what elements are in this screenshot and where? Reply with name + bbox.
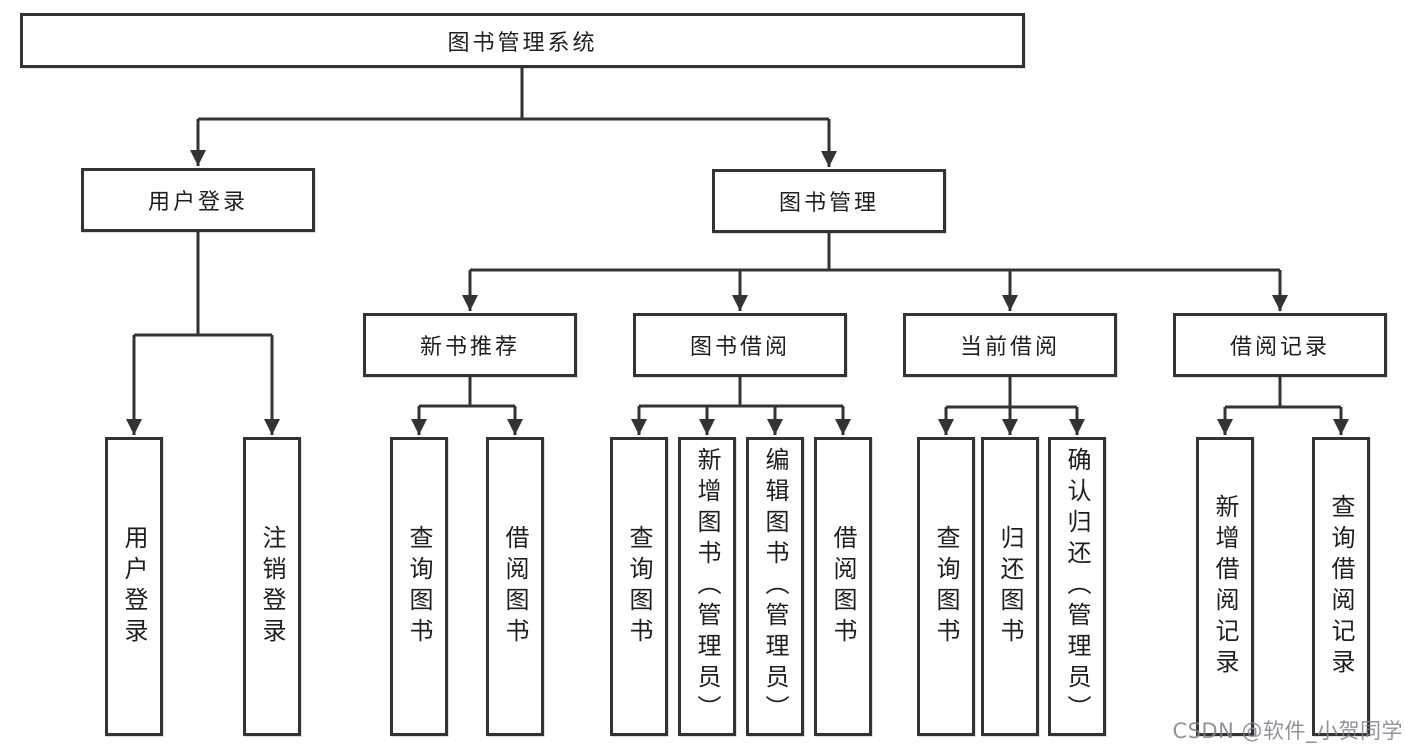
csdn-watermark: CSDN @软件_小贺同学 — [1172, 719, 1403, 743]
node-borrow-records: 借阅记录 — [1173, 313, 1387, 377]
leaf-bookborrow-edit-book-admin: 编辑图书（管理员） — [746, 437, 804, 736]
leaf-current-query-books: 查询图书 — [917, 437, 975, 736]
leaf-logout: 注销登录 — [243, 437, 301, 736]
node-current-borrow: 当前借阅 — [903, 313, 1117, 377]
leaf-records-query-record: 查询借阅记录 — [1312, 437, 1370, 736]
leaf-bookborrow-add-book-admin: 新增图书（管理员） — [678, 437, 736, 736]
node-new-books: 新书推荐 — [363, 313, 577, 377]
leaf-current-return-books: 归还图书 — [981, 437, 1039, 736]
node-user-login: 用户登录 — [81, 168, 315, 232]
leaf-newbooks-borrow-books: 借阅图书 — [486, 437, 544, 736]
leaf-newbooks-query-books: 查询图书 — [390, 437, 448, 736]
node-book-mgmt: 图书管理 — [712, 169, 946, 233]
leaf-bookborrow-query-books: 查询图书 — [610, 437, 668, 736]
leaf-records-add-record: 新增借阅记录 — [1196, 437, 1254, 736]
leaf-current-confirm-return-admin: 确认归还（管理员） — [1048, 437, 1106, 736]
node-root-system: 图书管理系统 — [20, 13, 1025, 68]
node-book-borrow: 图书借阅 — [633, 313, 847, 377]
leaf-user-login: 用户登录 — [105, 437, 163, 736]
leaf-bookborrow-borrow-books: 借阅图书 — [814, 437, 872, 736]
